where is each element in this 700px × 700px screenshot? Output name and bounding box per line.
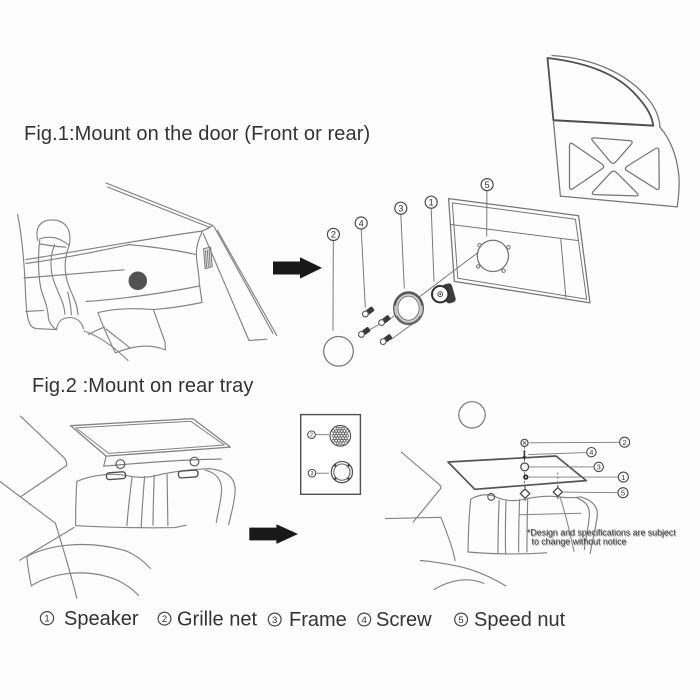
svg-text:2: 2	[331, 230, 336, 240]
svg-text:3: 3	[272, 615, 277, 626]
svg-text:Speaker: Speaker	[64, 608, 139, 630]
svg-text:Fig.1:Mount on the door (Front: Fig.1:Mount on the door (Front or rear)	[24, 123, 370, 145]
svg-text:4: 4	[589, 448, 593, 457]
svg-text:2: 2	[162, 614, 167, 625]
svg-text:3: 3	[597, 462, 601, 471]
svg-text:2: 2	[310, 433, 313, 439]
svg-text:Speed nut: Speed nut	[474, 609, 566, 631]
svg-text:1: 1	[621, 473, 625, 482]
svg-text:*Design and specifications are: *Design and specifications are subject	[528, 528, 677, 538]
svg-text:1: 1	[429, 198, 434, 208]
svg-text:Frame: Frame	[289, 609, 347, 631]
svg-text:*Design and specifications are: *Design and specifications are subject	[527, 528, 676, 538]
svg-text:to change without notice: to change without notice	[532, 537, 627, 547]
svg-text:5: 5	[458, 615, 463, 626]
svg-text:3: 3	[310, 471, 313, 477]
svg-text:Screw: Screw	[376, 609, 432, 631]
svg-text:to change without notice: to change without notice	[532, 537, 627, 547]
svg-text:4: 4	[359, 218, 364, 228]
svg-text:3: 3	[398, 204, 403, 214]
svg-text:1: 1	[44, 614, 49, 625]
svg-text:Fig.2 :Mount on rear tray: Fig.2 :Mount on rear tray	[32, 375, 253, 397]
svg-text:4: 4	[362, 615, 368, 626]
svg-text:5: 5	[485, 180, 490, 190]
svg-text:2: 2	[622, 438, 626, 447]
svg-text:Grille net: Grille net	[177, 609, 257, 631]
svg-text:5: 5	[621, 488, 625, 497]
